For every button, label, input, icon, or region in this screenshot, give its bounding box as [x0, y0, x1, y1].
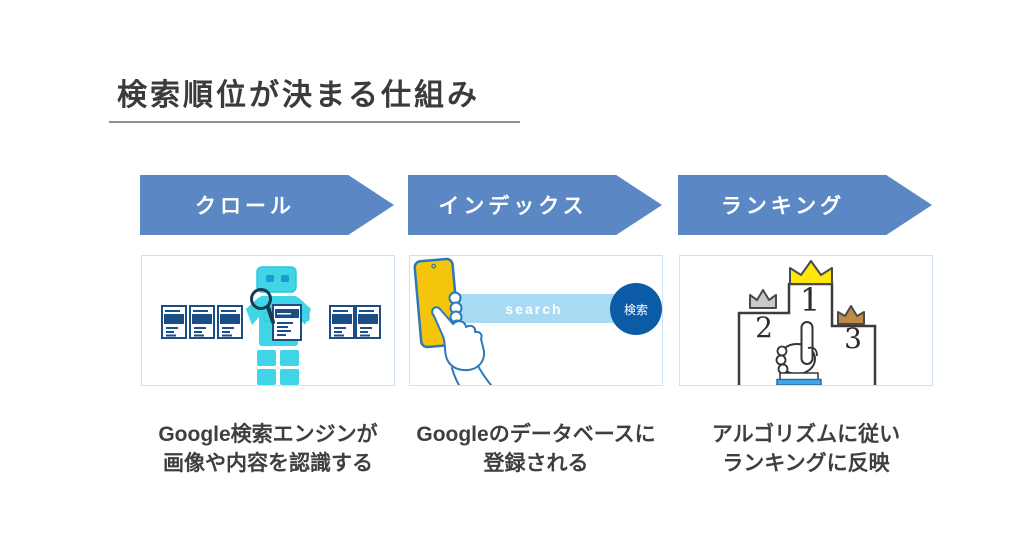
- rank-2-label: 2: [755, 311, 773, 344]
- step-arrow-index: インデックス: [408, 175, 662, 235]
- crown-silver-icon: [749, 289, 777, 309]
- document-icon: [189, 305, 215, 339]
- podium-icon: 1 2 3: [737, 260, 877, 385]
- page-title: 検索順位が決まる仕組み: [117, 79, 480, 112]
- document-icon: [161, 305, 187, 339]
- search-bar-text: search: [505, 301, 562, 317]
- step-crawl: クロール: [140, 175, 396, 487]
- phone-search-icon: search 検索: [413, 257, 662, 385]
- crown-gold-icon: [789, 260, 833, 285]
- crawl-illustration-box: [141, 255, 395, 386]
- crown-bronze-icon: [837, 305, 865, 325]
- caption-line: アルゴリズムに従い: [711, 423, 901, 446]
- document-icon: [329, 305, 355, 339]
- title-underline: [109, 121, 520, 123]
- step-caption-ranking: アルゴリズムに従い ランキングに反映: [678, 420, 934, 478]
- rank-1-label: 1: [800, 281, 820, 319]
- ranking-illustration-box: 1 2 3: [679, 255, 933, 386]
- step-caption-crawl: Google検索エンジンが 画像や内容を認識する: [140, 420, 396, 478]
- step-caption-index: Googleのデータベースに 登録される: [408, 420, 664, 478]
- caption-line: ランキングに反映: [722, 452, 890, 475]
- held-document-icon: [272, 304, 302, 341]
- document-icon: [355, 305, 381, 339]
- hand-cuff: [776, 378, 822, 385]
- hand-icon: [431, 291, 492, 385]
- index-illustration-box: search 検索: [409, 255, 663, 386]
- step-arrow-crawl-label: クロール: [195, 195, 295, 218]
- document-icon: [217, 305, 243, 339]
- rank-3-label: 3: [844, 322, 862, 355]
- robot-eye-icon: [266, 275, 274, 282]
- search-button-circle: [610, 283, 662, 335]
- robot-eye-icon: [281, 275, 289, 282]
- step-arrow-index-label: インデックス: [438, 195, 588, 218]
- robot-crawler-icon: [161, 266, 381, 385]
- caption-line: 登録される: [483, 452, 589, 475]
- caption-line: Googleのデータベースに: [416, 423, 656, 446]
- search-button-label: 検索: [624, 303, 648, 317]
- caption-line: Google検索エンジンが: [158, 423, 378, 446]
- step-arrow-ranking: ランキング: [678, 175, 932, 235]
- pointing-hand-icon: [775, 321, 822, 385]
- caption-line: 画像や内容を認識する: [163, 452, 373, 475]
- search-bar: [446, 294, 632, 323]
- step-arrow-crawl: クロール: [140, 175, 394, 235]
- step-arrow-ranking-label: ランキング: [720, 195, 846, 218]
- step-ranking: ランキング 1 2 3: [678, 175, 934, 487]
- magnifier-icon: [250, 288, 275, 324]
- step-index: インデックス search 検索: [408, 175, 664, 487]
